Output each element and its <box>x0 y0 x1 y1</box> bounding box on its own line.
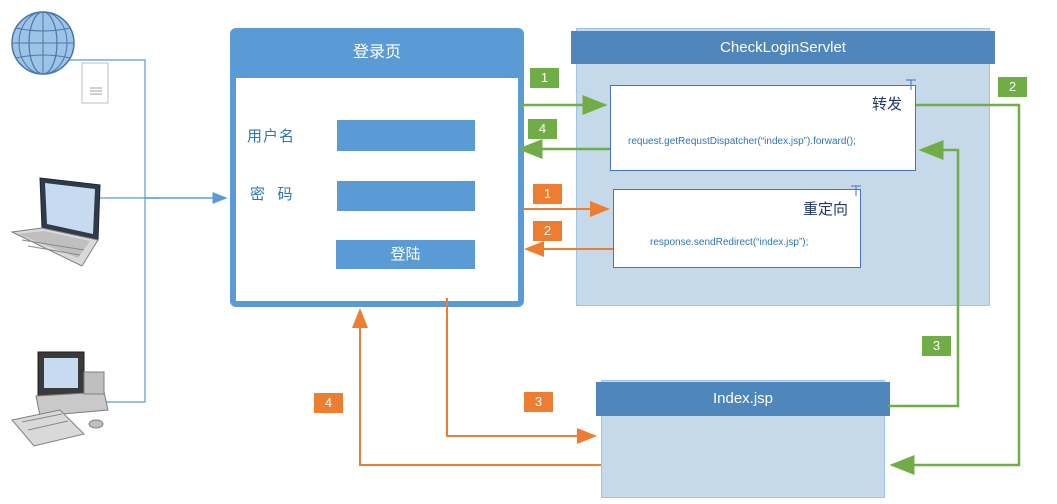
password-field[interactable] <box>337 181 475 211</box>
redirect-code: response.sendRedirect(“index.jsp”); <box>650 237 809 248</box>
desktop-computer-icon <box>11 351 109 447</box>
forward-step-3-badge: 3 <box>922 336 951 356</box>
forward-box <box>610 85 916 171</box>
servlet-title: CheckLoginServlet <box>571 31 995 64</box>
forward-step-4-badge: 4 <box>528 119 557 139</box>
username-field[interactable] <box>337 120 475 151</box>
redirect-box <box>613 189 861 268</box>
forward-code: request.getRequstDispatcher(“index.jsp”)… <box>628 136 856 147</box>
client-devices <box>10 11 160 447</box>
redirect-title: 重定向 <box>803 200 849 218</box>
client-connection-lines <box>62 59 146 403</box>
redirect-step-1-badge: 1 <box>533 184 562 204</box>
password-label: 密 码 <box>250 185 294 203</box>
laptop-icon <box>10 177 101 267</box>
box-corner-ticks <box>851 79 916 196</box>
forward-flow-arrows <box>517 95 1021 475</box>
index-page-title: Index.jsp <box>596 382 890 416</box>
login-button[interactable]: 登陆 <box>336 240 475 269</box>
forward-step-2-badge: 2 <box>998 77 1027 97</box>
forward-title: 转发 <box>872 95 903 113</box>
redirect-step-4-badge: 4 <box>314 393 343 413</box>
login-page-title: 登录页 <box>352 42 401 61</box>
redirect-step-2-badge: 2 <box>533 221 562 241</box>
globe-server-icon <box>11 11 109 104</box>
redirect-flow-arrows <box>352 201 613 466</box>
forward-step-1-badge: 1 <box>530 68 559 88</box>
redirect-step-3-badge: 3 <box>524 392 553 412</box>
username-label: 用户名 <box>247 127 296 145</box>
